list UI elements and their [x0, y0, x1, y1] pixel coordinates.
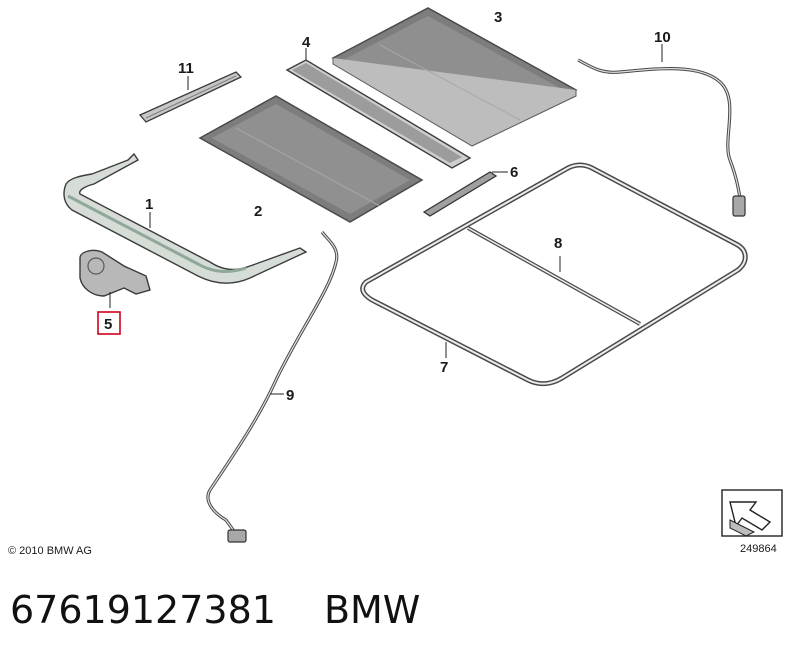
direction-arrow-icon	[721, 489, 783, 537]
part-1-front-frame	[63, 152, 308, 284]
part-6-trim-strip	[422, 171, 508, 217]
part-11-rear-rail	[138, 71, 243, 123]
callout-8: 8	[554, 235, 562, 252]
reference-number: 249864	[740, 543, 777, 555]
part-10-drain-hose	[577, 44, 746, 217]
part-9-drain-hose	[206, 231, 339, 543]
part-7-seal	[360, 162, 748, 387]
callout-11: 11	[178, 60, 194, 77]
callout-6: 6	[510, 164, 518, 181]
part-5-drive-motor	[79, 249, 151, 308]
brand-name: BMW	[323, 588, 421, 632]
part-8-seal-divider	[467, 226, 641, 326]
callout-5-highlight: 5	[97, 311, 121, 335]
part-number-footer: 67619127381 BMW	[10, 588, 420, 632]
copyright: © 2010 BMW AG	[8, 545, 92, 557]
parts-diagram: 1 2 3 4 5 6 7 8 9 10 11 © 2010 BMW AG 24…	[8, 7, 783, 557]
callout-4: 4	[302, 34, 311, 51]
part-4-wind-deflector	[285, 48, 472, 169]
callout-5: 5	[104, 316, 112, 333]
callout-1: 1	[145, 196, 153, 213]
callout-9: 9	[286, 387, 294, 404]
part-2-glass-panel	[198, 95, 424, 223]
callout-10: 10	[654, 29, 671, 46]
callout-3: 3	[494, 9, 502, 26]
callout-2: 2	[254, 203, 262, 220]
part-number: 67619127381	[10, 588, 276, 632]
part-3-glass-panel	[331, 7, 578, 147]
callout-7: 7	[440, 359, 448, 376]
